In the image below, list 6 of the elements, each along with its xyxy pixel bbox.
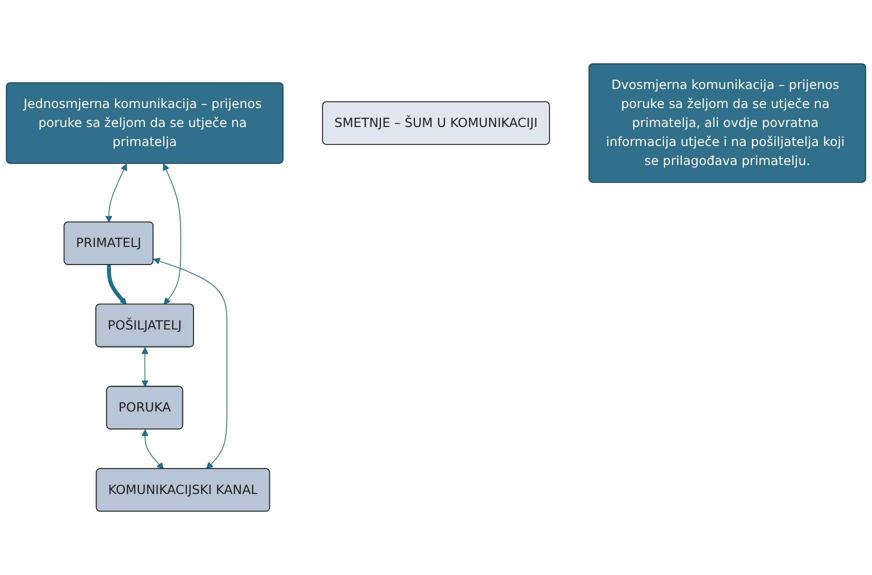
arrow (105, 164, 128, 223)
arrow (141, 429, 164, 470)
arrow (162, 163, 182, 305)
arrow (153, 258, 228, 470)
arrow (106, 264, 127, 305)
arrow (141, 347, 148, 388)
